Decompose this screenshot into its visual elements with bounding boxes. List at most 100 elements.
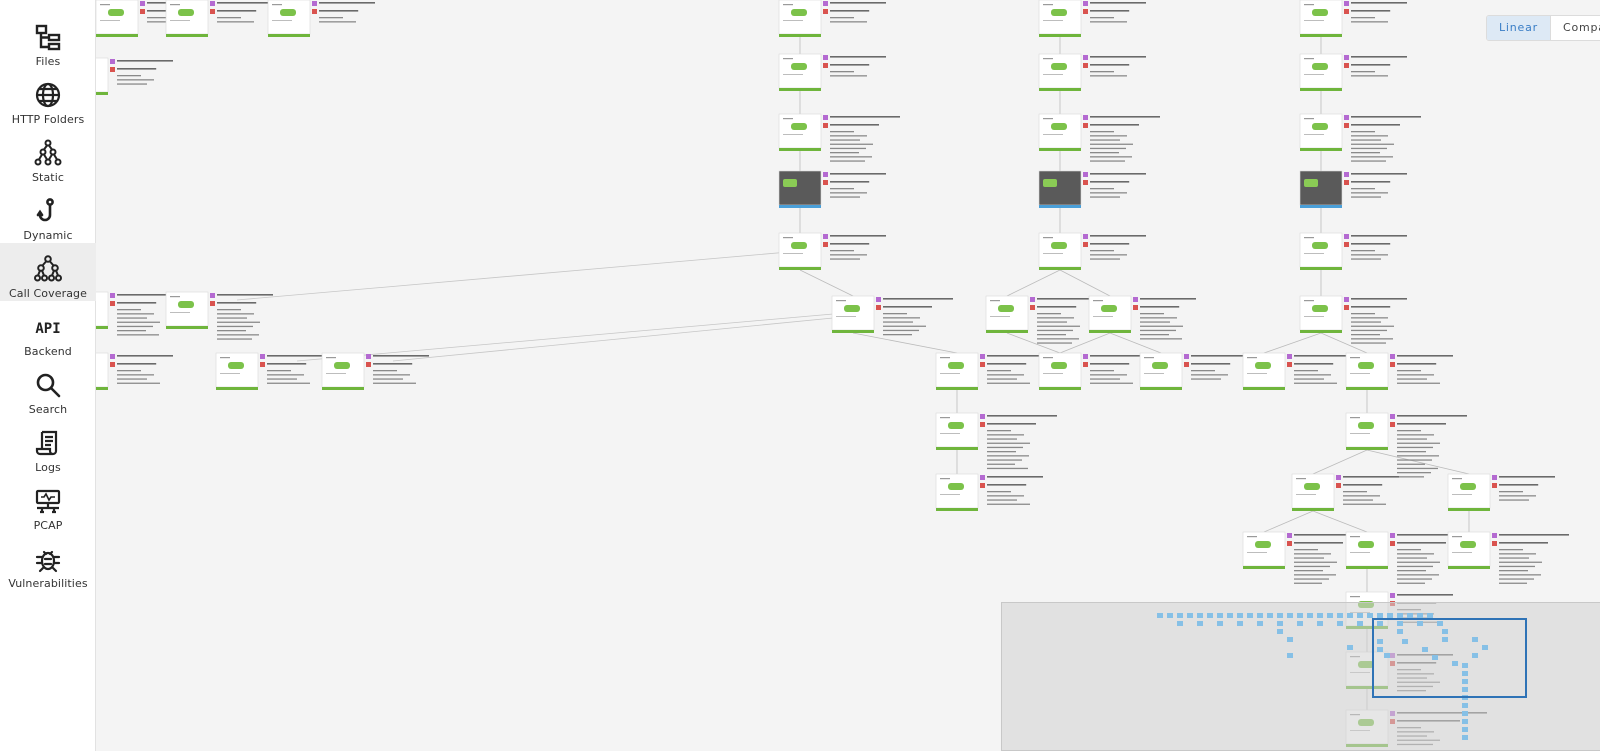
graph-node[interactable] (778, 170, 886, 208)
graph-node[interactable] (1038, 170, 1146, 208)
graph-node[interactable] (778, 113, 900, 162)
globe-icon (35, 82, 61, 108)
graph-node[interactable] (1038, 0, 1146, 37)
minimap-node (1317, 621, 1323, 626)
minimap-node (1317, 613, 1323, 618)
minimap-node (1327, 613, 1333, 618)
bug-icon (35, 550, 61, 573)
graph-node[interactable] (1038, 113, 1160, 162)
sidebar-item-search[interactable]: Search (0, 359, 96, 417)
sidebar-item-label: PCAP (33, 519, 63, 532)
graph-node[interactable] (321, 352, 429, 390)
graph-node[interactable] (1139, 352, 1247, 390)
minimap-node (1307, 613, 1313, 618)
graph-node[interactable] (1291, 473, 1399, 511)
graph-nodes-icon (34, 139, 62, 166)
minimap-node (1157, 613, 1163, 618)
minimap-node (1442, 637, 1448, 642)
call-coverage-graph-canvas[interactable]: Linear Compact (96, 0, 1600, 751)
graph-node[interactable] (778, 0, 886, 37)
layout-compact-button[interactable]: Compact (1550, 16, 1600, 40)
sidebar-item-dynamic[interactable]: Dynamic (0, 185, 96, 243)
sidebar-item-http-folders[interactable]: HTTP Folders (0, 69, 96, 127)
graph-node[interactable] (985, 295, 1093, 344)
minimap-node (1277, 621, 1283, 626)
minimap-node (1287, 613, 1293, 618)
graph-node[interactable] (1038, 232, 1146, 270)
network-monitor-icon (35, 489, 61, 514)
sidebar-item-backend[interactable]: API Backend (0, 301, 96, 359)
graph-node[interactable] (1299, 295, 1407, 344)
graph-node[interactable] (935, 412, 1057, 470)
minimap-node (1347, 645, 1353, 650)
graph-node[interactable] (1345, 531, 1467, 584)
graph-node[interactable] (1242, 352, 1350, 390)
minimap-overview (1157, 613, 1488, 740)
minimap-node (1377, 613, 1383, 618)
tree-network-icon (34, 255, 62, 282)
sidebar-item-vulnerabilities[interactable]: Vulnerabilities (0, 533, 96, 591)
graph-node[interactable] (1447, 473, 1555, 511)
minimap-node (1217, 613, 1223, 618)
graph-node[interactable] (215, 352, 323, 390)
minimap-node (1472, 637, 1478, 642)
graph-node[interactable] (778, 232, 886, 270)
minimap-node (1227, 613, 1233, 618)
graph-node[interactable] (96, 352, 173, 390)
minimap-node (1437, 621, 1443, 626)
svg-text:API: API (35, 321, 60, 337)
minimap-node (1297, 621, 1303, 626)
graph-node[interactable] (1299, 113, 1421, 162)
minimap-node (1357, 613, 1363, 618)
minimap-node (1247, 613, 1253, 618)
sidebar: Files HTTP Folders Static Dynamic Call C… (0, 0, 96, 751)
minimap-node (1407, 613, 1413, 618)
graph-node[interactable] (1242, 531, 1364, 584)
minimap-node (1207, 613, 1213, 618)
graph-node[interactable] (267, 0, 375, 37)
graph-node[interactable] (96, 291, 173, 336)
graph-node[interactable] (831, 295, 953, 336)
graph-node[interactable] (1088, 295, 1196, 340)
graph-node[interactable] (935, 473, 1043, 511)
minimap-node (1297, 613, 1303, 618)
graph-node[interactable] (1345, 352, 1453, 390)
graph-node[interactable] (96, 57, 173, 95)
minimap-node (1482, 645, 1488, 650)
graph-node[interactable] (165, 291, 273, 340)
sidebar-item-static[interactable]: Static (0, 127, 96, 185)
minimap-node (1432, 655, 1438, 660)
minimap-node (1337, 613, 1343, 618)
minimap-node (1462, 727, 1468, 732)
graph-node[interactable] (165, 0, 273, 37)
layout-linear-button[interactable]: Linear (1487, 16, 1550, 40)
minimap-node (1267, 613, 1273, 618)
graph-node[interactable] (1447, 531, 1569, 584)
minimap-node (1197, 613, 1203, 618)
sidebar-item-call-coverage[interactable]: Call Coverage (0, 243, 96, 301)
graph-node[interactable] (1299, 0, 1407, 37)
minimap-node (1277, 613, 1283, 618)
sidebar-item-pcap[interactable]: PCAP (0, 475, 96, 533)
graph-node[interactable] (935, 352, 1043, 390)
minimap-node (1417, 613, 1423, 618)
sidebar-item-label: HTTP Folders (11, 113, 85, 126)
sidebar-item-files[interactable]: Files (0, 11, 96, 69)
minimap-node (1384, 653, 1390, 658)
minimap-node (1462, 719, 1468, 724)
graph-node[interactable] (1038, 352, 1146, 390)
graph-node[interactable] (778, 53, 886, 91)
sidebar-item-logs[interactable]: Logs (0, 417, 96, 475)
graph-node[interactable] (1038, 53, 1146, 91)
graph-node[interactable] (1345, 412, 1467, 478)
minimap-node (1462, 679, 1468, 684)
graph-node[interactable] (1299, 232, 1407, 270)
graph-node[interactable] (1299, 170, 1407, 208)
minimap-node (1442, 629, 1448, 634)
sidebar-item-label: Logs (35, 461, 61, 474)
minimap-node (1277, 629, 1283, 634)
minimap-viewport[interactable] (1372, 618, 1527, 698)
graph-node[interactable] (1299, 53, 1407, 91)
graph-minimap[interactable] (1001, 602, 1600, 751)
